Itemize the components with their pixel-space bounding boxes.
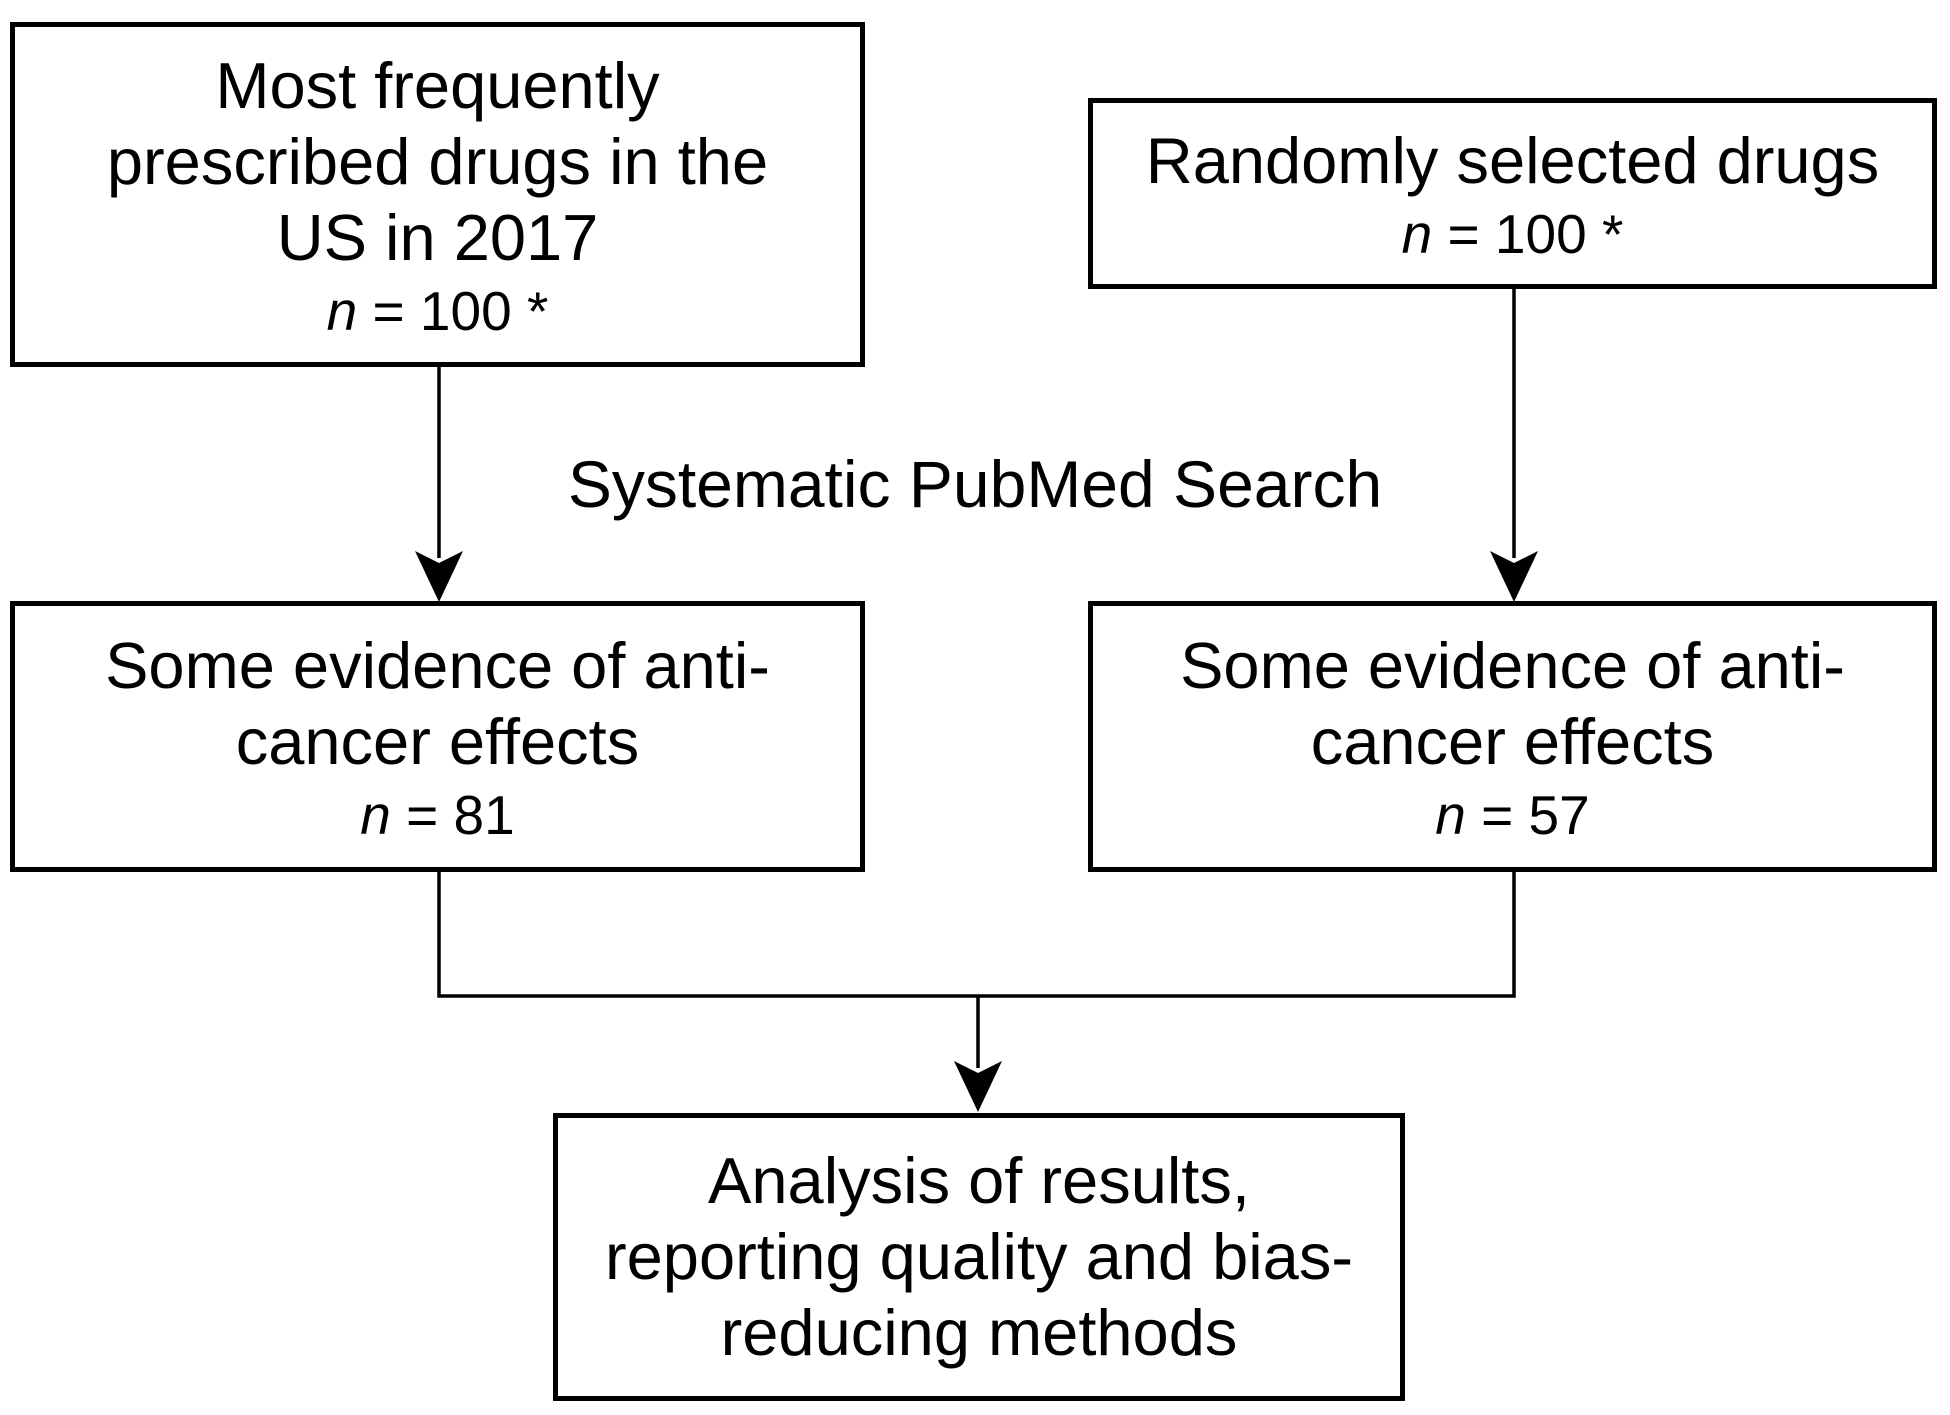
n-value: = 57 — [1465, 783, 1590, 846]
n-value: = 100 * — [1432, 202, 1624, 265]
box-evidence-right-sample-size: n = 57 — [1435, 784, 1589, 846]
merge-connector — [437, 868, 1516, 998]
box-evidence-left: Some evidence of anti-cancer effects n =… — [10, 601, 865, 872]
n-symbol: n — [360, 783, 391, 846]
box-evidence-left-sample-size: n = 81 — [360, 784, 514, 846]
box-randomly-selected-drugs-sample-size: n = 100 * — [1402, 203, 1624, 265]
box-evidence-left-text: Some evidence of anti-cancer effects — [105, 628, 770, 778]
n-symbol: n — [1401, 202, 1433, 265]
box-randomly-selected-drugs: Randomly selected drugs n = 100 * — [1088, 98, 1937, 289]
box-evidence-right: Some evidence of anti-cancer effects n =… — [1088, 601, 1937, 872]
box-randomly-selected-drugs-text: Randomly selected drugs — [1145, 123, 1880, 197]
arrowhead-left-icon — [415, 551, 463, 602]
box-analysis-text: Analysis of results,reporting quality an… — [605, 1144, 1353, 1369]
n-symbol: n — [326, 279, 358, 342]
box-most-prescribed-drugs-sample-size: n = 100 * — [327, 280, 549, 342]
box-analysis: Analysis of results,reporting quality an… — [553, 1113, 1405, 1401]
pubmed-search-label: Systematic PubMed Search — [567, 447, 1383, 521]
arrowhead-right-icon — [1490, 551, 1538, 602]
n-value: = 100 * — [357, 279, 549, 342]
n-value: = 81 — [390, 783, 515, 846]
box-evidence-right-text: Some evidence of anti-cancer effects — [1180, 628, 1845, 778]
arrowhead-center-icon — [954, 1061, 1002, 1112]
n-symbol: n — [1435, 783, 1466, 846]
